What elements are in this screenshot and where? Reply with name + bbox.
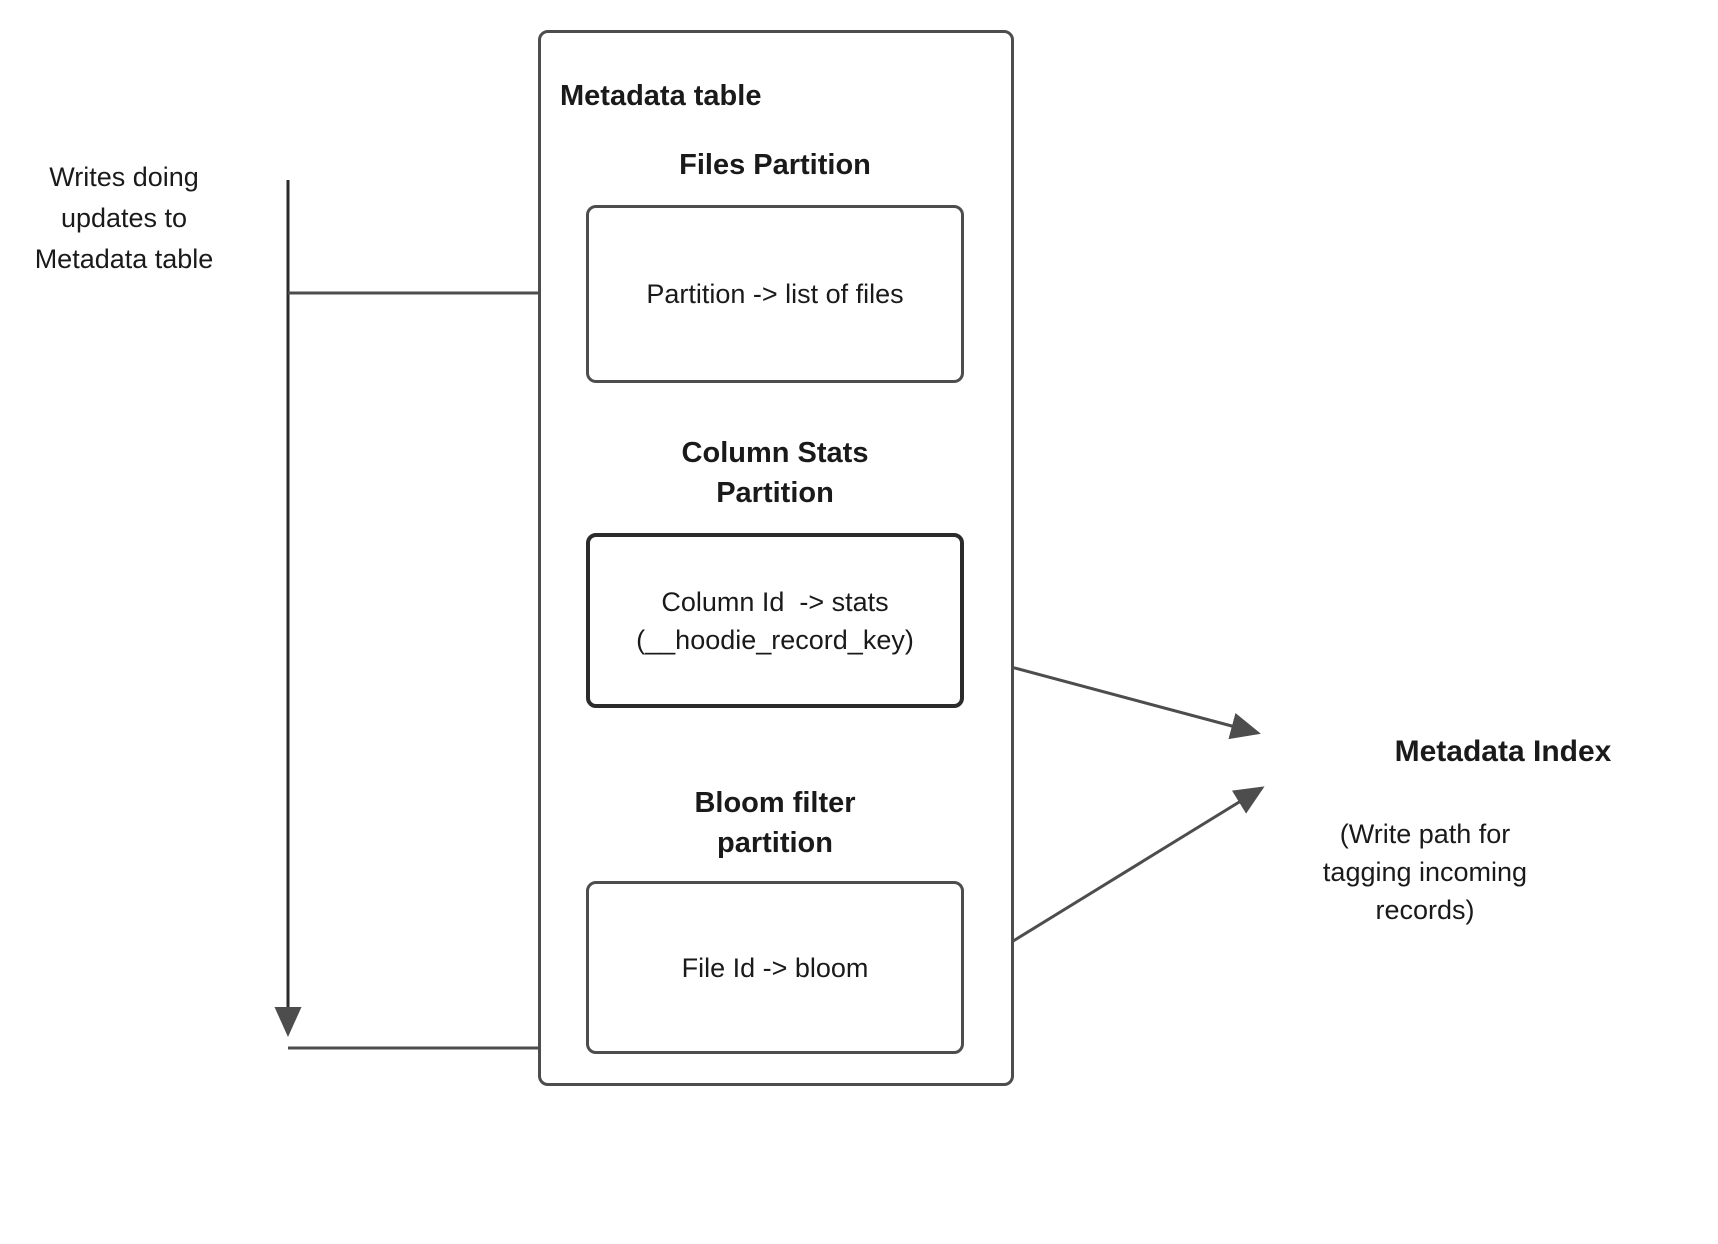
files-partition-box: Partition -> list of files xyxy=(586,205,964,383)
write-path-label: Writes doing updates to Metadata table xyxy=(34,162,214,274)
bloom-filter-partition-box: File Id -> bloom xyxy=(586,881,964,1054)
column-stats-partition-title: Column Stats Partition xyxy=(681,437,869,509)
metadata-table-title: Metadata table xyxy=(560,80,762,112)
files-partition-title: Files Partition xyxy=(679,149,871,181)
column-stats-partition-mapping: Column Id -> stats (__hoodie_record_key) xyxy=(636,586,914,655)
metadata-index-title: Metadata Index xyxy=(1394,735,1612,768)
files-partition-mapping: Partition -> list of files xyxy=(646,279,904,309)
metadata-index-subtitle: (Write path for tagging incoming records… xyxy=(1322,819,1528,925)
bloom-filter-partition-mapping: File Id -> bloom xyxy=(681,952,869,983)
bloom-filter-partition-title: Bloom filter partition xyxy=(694,787,856,859)
column-stats-partition-box: Column Id -> stats (__hoodie_record_key) xyxy=(586,533,964,708)
